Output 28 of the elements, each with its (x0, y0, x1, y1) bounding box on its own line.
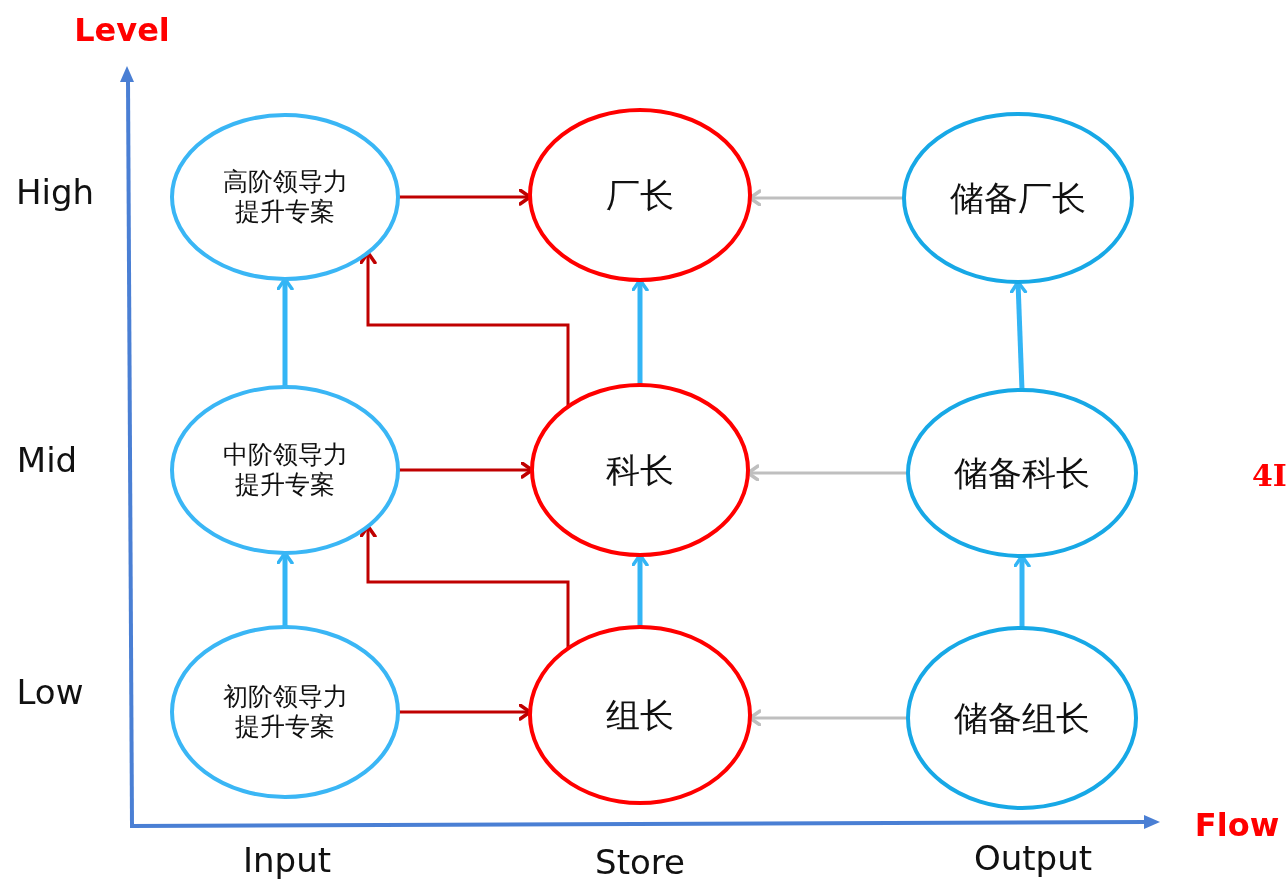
node-text: 组长 (605, 694, 675, 736)
level-label: Mid (16, 440, 78, 480)
ellipse-node (906, 388, 1138, 558)
ellipse-node (170, 113, 400, 281)
ellipse-node (528, 625, 752, 805)
flow-label: Input (243, 840, 331, 880)
node-text: 储备科长 (953, 452, 1091, 494)
level-label: High (15, 172, 95, 212)
ellipse-node (902, 112, 1134, 284)
ellipse-node (170, 385, 400, 555)
node-text: 厂长 (605, 174, 675, 216)
flow-label: Store (595, 842, 685, 882)
axis-title: Level (74, 11, 170, 49)
side-label: 4I (1252, 457, 1286, 493)
level-label: Low (16, 672, 84, 712)
node-text: 中阶领导力提升专案 (221, 440, 349, 500)
ellipse-node (906, 626, 1138, 810)
node-text: 高阶领导力提升专案 (221, 167, 349, 227)
node-text: 科长 (605, 449, 675, 491)
arrow (359, 524, 570, 649)
axis-title: Flow (1194, 806, 1280, 844)
ellipse-node (170, 625, 400, 799)
flow-label: Output (973, 838, 1093, 878)
ellipse-node (528, 108, 752, 282)
ellipse-node (530, 383, 750, 557)
node-text: 储备组长 (953, 697, 1091, 739)
node-text: 储备厂长 (949, 177, 1087, 219)
node-text: 初阶领导力提升专案 (221, 682, 349, 742)
